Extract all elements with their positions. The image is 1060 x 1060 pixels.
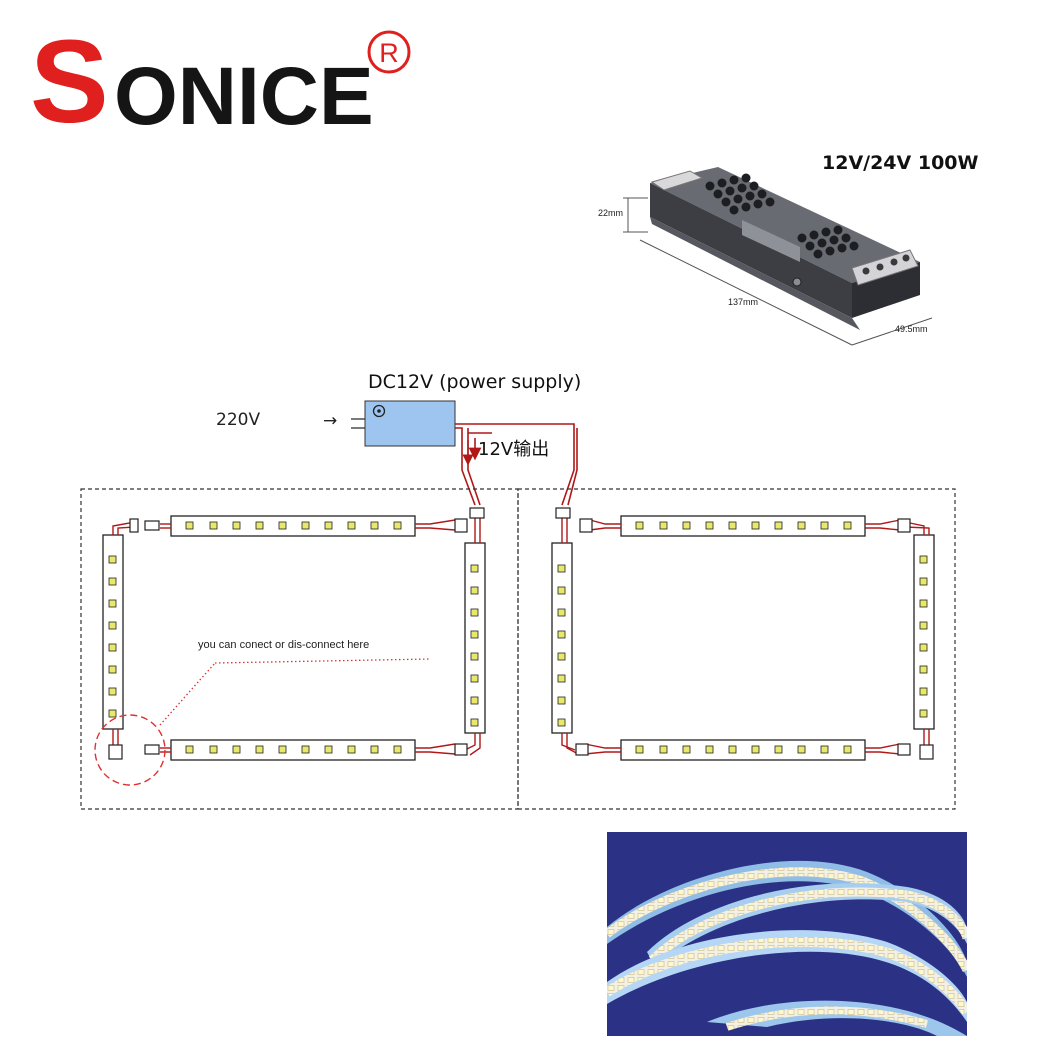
connector-plugs [108,507,934,760]
registered-mark: R [379,38,399,68]
zone-right [517,488,956,810]
sonice-logo: S ONICE R [30,20,411,140]
led-strip [620,515,866,537]
logo-rest: ONICE [114,51,374,140]
supply-label: DC12V (power supply) [368,371,581,393]
led-strip [620,739,866,761]
dim-width-label: 49.5mm [895,324,928,334]
logo-initial: S [30,20,109,140]
power-supply-title: 12V/24V 100W [822,152,979,174]
led-strip [913,534,935,730]
led-chips [108,521,928,754]
power-supply-box [364,400,456,447]
psu-label-plate [742,220,800,262]
supply-socket-icon [372,404,386,418]
dim-width-line [851,317,933,346]
led-strip [170,739,416,761]
strip-lower [707,1000,967,1036]
dim-length-line [639,239,853,346]
psu-vents [705,173,859,259]
dim-length-label: 137mm [728,297,758,307]
led-strip [102,534,124,730]
output-label: 12V输出 [478,439,549,460]
psu-terminal-left [650,170,704,191]
psu-rim [650,217,860,330]
registered-mark-circle [367,30,411,74]
led-strip [170,515,416,537]
highlight-circle [94,714,166,786]
psu-terminal-right [851,249,919,286]
led-strip-photo [607,832,967,1036]
dim-height-label: 22mm [598,208,623,218]
output-wires [455,423,578,506]
power-supply-photo: 22mm 137mm 49.5mm [598,167,933,346]
input-arrow-icon: → [323,411,337,431]
input-voltage-label: 220V [216,410,260,430]
wiring-diagram: DC12V (power supply) 220V → 12V输出 [80,371,956,810]
callout-line [159,662,216,726]
psu-screw [792,277,802,287]
connect-note: you can conect or dis-connect here [198,639,369,651]
psu-side-face [852,262,920,318]
connector-wires [112,516,930,756]
psu-front-face [650,183,852,318]
